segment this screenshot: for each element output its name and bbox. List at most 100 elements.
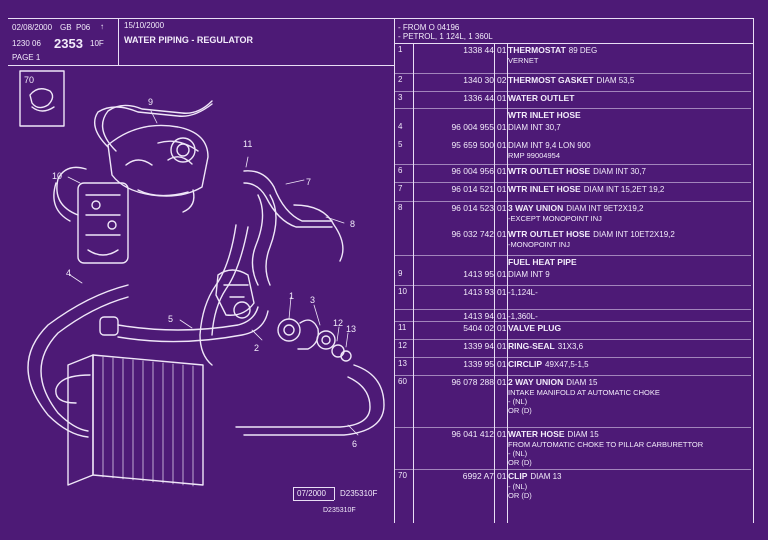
part-index: 5 bbox=[398, 140, 403, 149]
part-ref: 5404 02 bbox=[463, 323, 494, 333]
footer-box-bottom bbox=[293, 500, 334, 501]
outer-border-right bbox=[753, 18, 754, 523]
part-name: WTR OUTLET HOSE bbox=[508, 229, 591, 239]
ring-seal bbox=[331, 344, 345, 358]
part-qty: 01 bbox=[497, 471, 507, 481]
footer-box-right bbox=[334, 487, 335, 500]
part-detail: DIAM INT 30,7 bbox=[508, 123, 561, 132]
part-detail: DIAM 15 bbox=[566, 378, 598, 387]
page-title: WATER PIPING - REGULATOR bbox=[124, 35, 254, 45]
part-qty: 01 bbox=[497, 93, 507, 103]
part-ref: 96 032 742 bbox=[451, 229, 494, 239]
part-index: 2 bbox=[398, 75, 403, 84]
part-ref: 96 004 955 bbox=[451, 122, 494, 132]
footer-code: D235310F bbox=[340, 489, 378, 498]
part-description: -1,124L- bbox=[508, 287, 751, 298]
callout-2: 2 bbox=[254, 343, 260, 353]
circlip bbox=[340, 350, 352, 362]
part-detail: -1,360L- bbox=[508, 312, 538, 321]
part-detail: 89 DEG bbox=[568, 46, 598, 55]
table-row-divider bbox=[395, 339, 751, 340]
part-index: 13 bbox=[398, 359, 407, 368]
callout-13: 13 bbox=[346, 324, 357, 334]
table-column-line bbox=[494, 43, 495, 523]
part-ref: 96 078 288 bbox=[451, 377, 494, 387]
part-detail: DIAM 13 bbox=[530, 472, 562, 481]
hose-2 bbox=[199, 224, 237, 366]
header-page: PAGE 1 bbox=[12, 53, 41, 62]
table-row-divider bbox=[395, 182, 751, 183]
part-index: 6 bbox=[398, 166, 403, 175]
part-ref: 95 659 500 bbox=[451, 140, 494, 150]
main-vertical-divider bbox=[394, 18, 395, 523]
part-qty: 01 bbox=[497, 166, 507, 176]
part-name: CIRCLIP bbox=[508, 359, 542, 369]
part-detail: 49X47,5-1,5 bbox=[545, 360, 589, 369]
callout-1: 1 bbox=[289, 291, 295, 301]
part-qty: 01 bbox=[497, 377, 507, 387]
part-qty: 01 bbox=[497, 184, 507, 194]
table-row-divider bbox=[395, 285, 751, 286]
footer-box-top bbox=[293, 487, 334, 488]
part-subline: VERNET bbox=[508, 55, 539, 65]
part-index: 3 bbox=[398, 93, 403, 102]
part-qty: 01 bbox=[497, 359, 507, 369]
part-subline: - (NL) bbox=[508, 396, 528, 406]
table-row-divider bbox=[395, 309, 751, 310]
callout-10: 10 bbox=[52, 171, 63, 181]
table-row-divider bbox=[395, 201, 751, 202]
callout-8: 8 bbox=[350, 219, 356, 229]
inset-box bbox=[19, 70, 65, 127]
part-description: WTR INLET HOSE bbox=[508, 110, 751, 121]
part-index: 4 bbox=[398, 122, 403, 131]
part-index: 70 bbox=[398, 471, 407, 480]
part-qty: 02 bbox=[497, 75, 507, 85]
table-top-divider bbox=[395, 43, 754, 44]
table-row-divider bbox=[395, 73, 751, 74]
part-detail: DIAM INT 9 bbox=[508, 270, 550, 279]
thermostat bbox=[277, 318, 301, 342]
part-name: WATER HOSE bbox=[508, 429, 565, 439]
header-left-vertical bbox=[118, 18, 119, 65]
fuel-heat-pipe-9 bbox=[94, 103, 213, 148]
part-subline: -EXCEPT MONOPOINT INJ bbox=[508, 213, 602, 223]
part-ref: 1340 30 bbox=[463, 75, 494, 85]
table-row-divider bbox=[395, 164, 751, 165]
hose-5 bbox=[117, 306, 259, 331]
part-detail: DIAM INT 9,4 LON 900 bbox=[508, 141, 591, 150]
part-description: FUEL HEAT PIPE bbox=[508, 257, 751, 268]
part-ref: 96 014 523 bbox=[451, 203, 494, 213]
part-description: DIAM INT 30,7 bbox=[508, 122, 751, 133]
part-qty: 01 bbox=[497, 269, 507, 279]
part-name: WTR INLET HOSE bbox=[508, 184, 581, 194]
thermostat-housing bbox=[215, 269, 255, 316]
part-ref: 1338 44 bbox=[463, 45, 494, 55]
part-ref: 1413 94 bbox=[463, 311, 494, 321]
callout-6: 6 bbox=[352, 439, 358, 449]
part-index: 11 bbox=[398, 323, 407, 332]
part-description: VALVE PLUG bbox=[508, 323, 751, 334]
applicability-from: - FROM O 04196 bbox=[398, 23, 460, 32]
table-column-line bbox=[507, 43, 508, 523]
part-detail: DIAM INT 15,2ET 19,2 bbox=[583, 185, 665, 194]
outer-border-top bbox=[8, 18, 754, 19]
callout-3: 3 bbox=[310, 295, 316, 305]
part-name: THERMOST GASKET bbox=[508, 75, 594, 85]
table-row-divider bbox=[395, 357, 751, 358]
part-index: 60 bbox=[398, 377, 407, 386]
header-market: GB bbox=[60, 23, 72, 32]
part-description: WATER OUTLET bbox=[508, 93, 751, 104]
exploded-diagram bbox=[19, 70, 385, 487]
part-name: 3 WAY UNION bbox=[508, 203, 564, 213]
part-ref: 1336 44 bbox=[463, 93, 494, 103]
issue-date: 15/10/2000 bbox=[124, 21, 165, 30]
part-index: 7 bbox=[398, 184, 403, 193]
clip-detail bbox=[29, 88, 54, 109]
